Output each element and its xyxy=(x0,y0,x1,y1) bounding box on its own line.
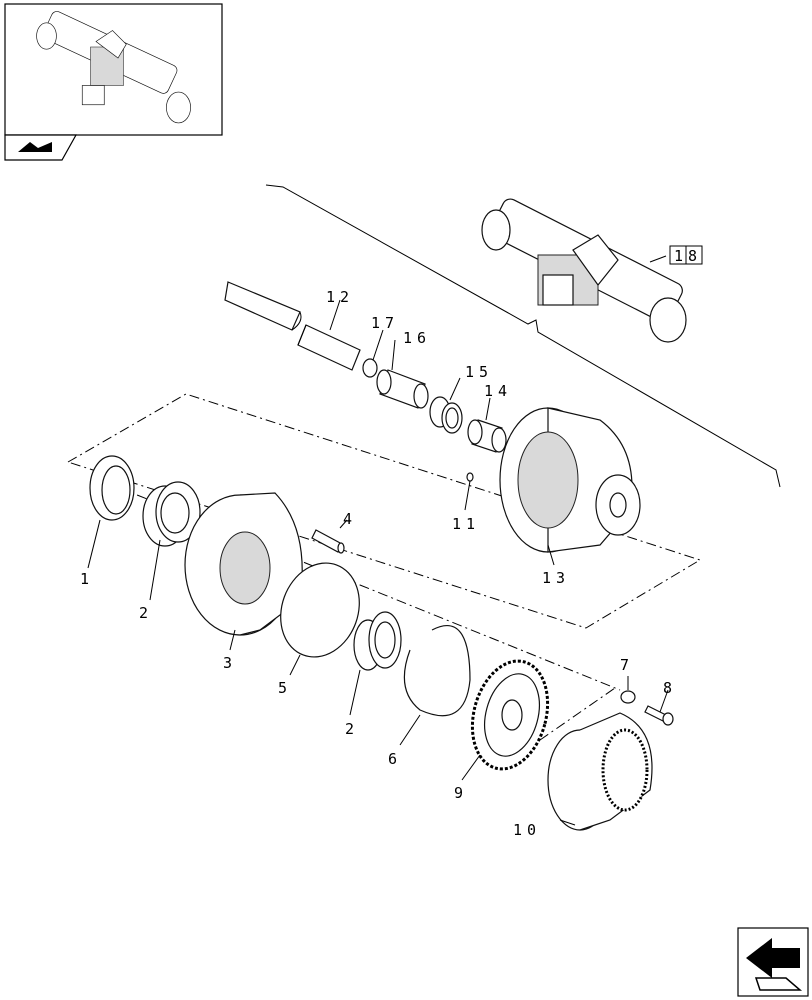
callout-14[interactable]: 14 xyxy=(484,382,512,400)
previous-page-icon[interactable] xyxy=(4,134,78,161)
callout-labels: 1 2 2 3 4 5 6 7 8 9 10 11 12 13 14 15 16… xyxy=(80,288,677,839)
callout-15[interactable]: 15 xyxy=(465,363,493,381)
axle-thumbnail-icon[interactable] xyxy=(4,3,223,136)
callout-8[interactable]: 8 xyxy=(663,679,677,697)
gear-part-9[interactable] xyxy=(461,653,559,778)
reference-label[interactable]: 18 xyxy=(674,247,702,265)
bearing-part-2b[interactable] xyxy=(353,611,402,671)
callout-12[interactable]: 12 xyxy=(326,288,354,306)
snap-ring-part-17[interactable] xyxy=(362,358,378,378)
circlip-part-5[interactable] xyxy=(268,552,372,668)
callout-17[interactable]: 17 xyxy=(371,314,399,332)
callout-9[interactable]: 9 xyxy=(454,784,468,802)
ring-gear-part-10[interactable] xyxy=(547,712,653,831)
o-ring-part-11[interactable] xyxy=(466,472,474,482)
carrier-part-3[interactable] xyxy=(184,492,303,636)
reference-axle-assembly xyxy=(481,198,703,343)
bearing-part-2a[interactable] xyxy=(142,481,201,547)
nut-part-7[interactable] xyxy=(620,690,636,704)
callout-10[interactable]: 10 xyxy=(513,821,541,839)
snap-ring-part-6[interactable] xyxy=(403,625,471,717)
callout-11[interactable]: 11 xyxy=(452,515,480,533)
shaft-part-12[interactable] xyxy=(224,281,361,371)
next-page-icon[interactable] xyxy=(737,927,809,997)
sleeve-part-16[interactable] xyxy=(376,369,429,409)
pin-part-4[interactable] xyxy=(311,529,345,554)
bushing-part-14[interactable] xyxy=(467,419,507,453)
seal-part-1[interactable] xyxy=(89,455,135,521)
leader-lines xyxy=(87,299,669,826)
hub-part-13[interactable] xyxy=(499,407,641,553)
callout-1[interactable]: 1 xyxy=(80,570,94,588)
bolt-part-8[interactable] xyxy=(644,705,674,726)
callout-6[interactable]: 6 xyxy=(388,750,402,768)
callout-4[interactable]: 4 xyxy=(343,510,357,528)
callout-2a[interactable]: 2 xyxy=(139,604,153,622)
callout-5[interactable]: 5 xyxy=(278,679,292,697)
callout-3[interactable]: 3 xyxy=(223,654,237,672)
callout-16[interactable]: 16 xyxy=(403,329,431,347)
callout-2b[interactable]: 2 xyxy=(345,720,359,738)
callout-13[interactable]: 13 xyxy=(542,569,570,587)
bushing-part-15[interactable] xyxy=(429,396,463,434)
callout-7[interactable]: 7 xyxy=(620,656,634,674)
